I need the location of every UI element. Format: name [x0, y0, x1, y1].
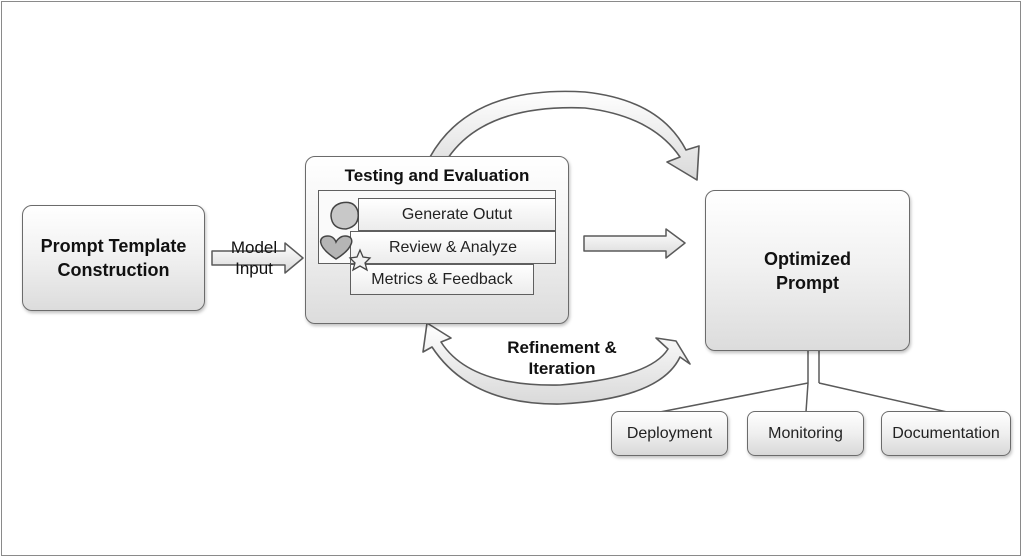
optimized-prompt-box: Optimized Prompt [705, 190, 910, 351]
output-connectors [659, 350, 948, 413]
to-optimized-arrow [583, 228, 686, 259]
circle-icon [330, 201, 359, 230]
model-input-label: Model Input [230, 238, 278, 278]
step-review-analyze: Review & Analyze [350, 231, 556, 264]
prompt-template-label: Prompt Template Construction [40, 236, 187, 280]
bottom-curved-arrow [422, 322, 691, 405]
refinement-label: Refinement & Iteration [507, 338, 617, 378]
top-curved-arrow [429, 90, 700, 181]
prompt-template-box: Prompt Template Construction [22, 205, 205, 311]
heart-icon [320, 235, 353, 260]
monitoring-box: Monitoring [747, 411, 864, 456]
deployment-box: Deployment [611, 411, 728, 456]
model-input-arrow [211, 242, 304, 274]
optimized-prompt-label: Optimized Prompt [763, 248, 851, 293]
step-metrics-feedback: Metrics & Feedback [350, 264, 534, 295]
star-icon [348, 248, 372, 272]
documentation-box: Documentation [881, 411, 1011, 456]
testing-evaluation-title: Testing and Evaluation [344, 166, 530, 185]
step-generate-output: Generate Outut [358, 198, 556, 231]
